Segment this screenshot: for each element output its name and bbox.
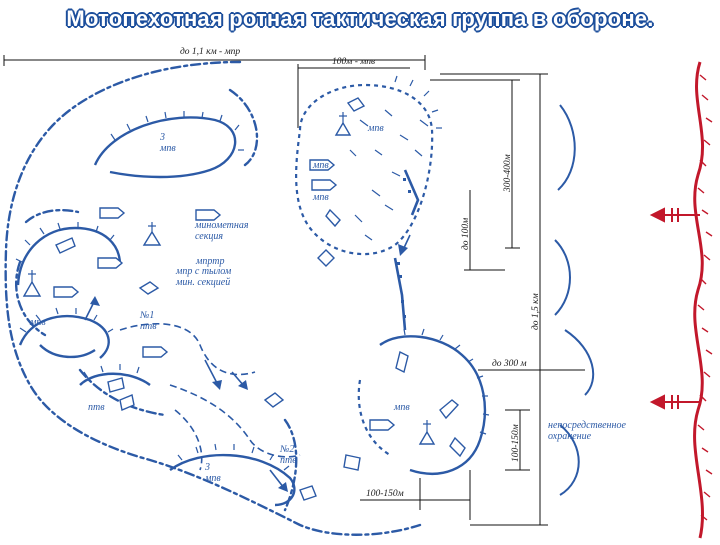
ifv-icon xyxy=(142,346,169,358)
maneuver-routes xyxy=(84,234,411,492)
diamond-marker-icon xyxy=(263,392,285,408)
diamond-marker-icon xyxy=(317,249,335,267)
ifv-icon xyxy=(343,454,361,471)
label-up-to-100m: до 100м xyxy=(460,218,471,250)
mortar-icon xyxy=(418,430,436,445)
dimension-lines xyxy=(3,55,585,526)
label-distance-1-1km: до 1,1 км - мпр xyxy=(180,46,240,57)
ifv-icon xyxy=(395,350,409,374)
minefield-markers xyxy=(397,178,411,318)
mortar-icon xyxy=(334,121,352,136)
ifv-icon xyxy=(369,419,396,431)
label-100-150m-vertical: 100-150м xyxy=(511,424,521,462)
label-300-400m: 300-400м xyxy=(503,154,513,193)
label-ptv-bottom-left: птв xyxy=(88,402,105,413)
platoon-positions xyxy=(15,75,595,507)
ifv-icon xyxy=(53,286,80,298)
ifv-icon xyxy=(107,377,125,393)
label-mpv-2: мпв xyxy=(312,192,329,203)
ifv-icon xyxy=(449,436,466,458)
mortar-icon xyxy=(142,230,162,246)
label-mpv-1: мпв xyxy=(312,160,329,171)
diagram-labels: до 1,1 км - мпр 100м - мпв 300-400м до 1… xyxy=(29,46,626,499)
label-up-to-1-5km: до 1,5 км xyxy=(530,293,541,330)
enemy-front-line xyxy=(649,61,713,539)
ifv-icon xyxy=(299,485,317,501)
label-up-to-300m: до 300 м xyxy=(492,358,527,369)
ifv-icon xyxy=(97,257,124,269)
company-defense-area xyxy=(4,60,422,536)
ifv-icon xyxy=(325,208,341,228)
label-mpv-top-right: мпв xyxy=(367,123,384,134)
label-mpv-bottom-right: мпв xyxy=(393,402,410,413)
diamond-marker-icon xyxy=(346,97,366,112)
ifv-icon xyxy=(119,394,135,411)
page-title: Мотопехотная ротная тактическая группа в… xyxy=(66,6,654,31)
label-100-150m-horizontal: 100-150м xyxy=(366,489,404,499)
ifv-icon xyxy=(439,399,460,420)
ifv-icon xyxy=(309,159,336,171)
label-100m-mpv: 100м - мпв xyxy=(332,57,375,67)
label-mprtr: мпртр xyxy=(195,256,224,267)
label-mpv-left: мпв xyxy=(29,317,46,328)
unit-symbols xyxy=(22,97,466,501)
diamond-marker-icon xyxy=(138,281,160,295)
ifv-icon xyxy=(99,207,126,219)
ifv-icon xyxy=(311,179,338,191)
mortar-icon xyxy=(22,280,42,297)
ifv-icon xyxy=(55,237,76,254)
ifv-icon xyxy=(195,209,222,221)
